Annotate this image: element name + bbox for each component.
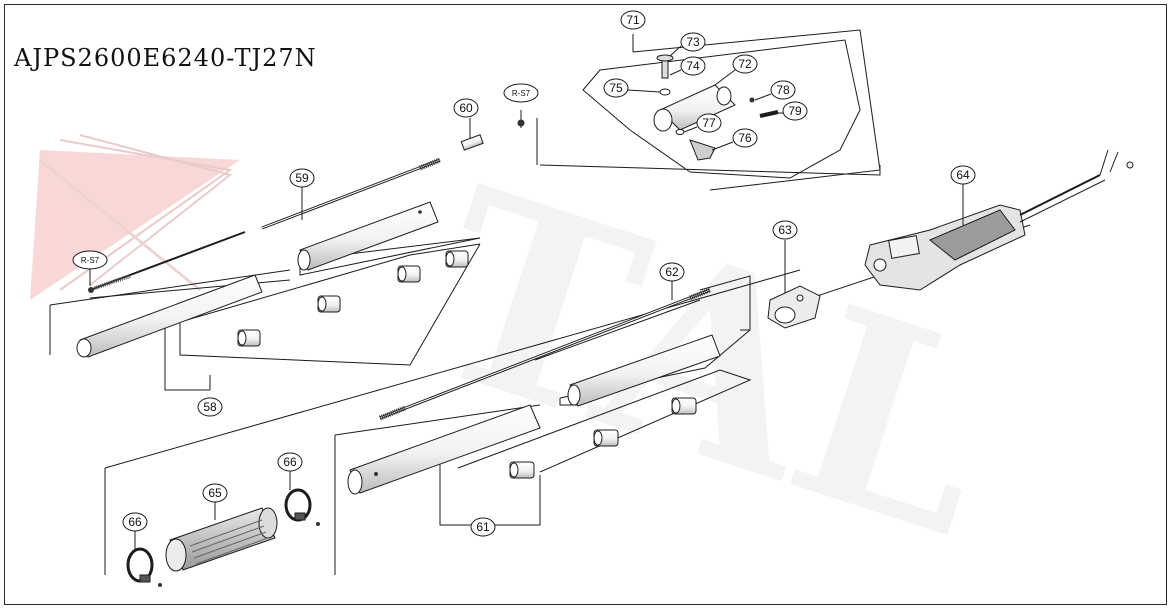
callout-rs7-upper: R-S7 xyxy=(503,83,539,103)
svg-text:58: 58 xyxy=(203,400,217,414)
svg-text:61: 61 xyxy=(476,520,490,534)
svg-text:66: 66 xyxy=(283,455,297,469)
svg-text:76: 76 xyxy=(738,131,752,145)
callouts: 58 59 60 R-S7 R-S7 71 72 xyxy=(72,10,976,550)
lower-tube xyxy=(347,404,541,495)
lower-bushings xyxy=(509,397,697,479)
callout-71: 71 xyxy=(620,10,646,30)
svg-text:78: 78 xyxy=(776,83,790,97)
clamp-66-right xyxy=(284,488,320,526)
svg-text:79: 79 xyxy=(788,104,802,118)
callout-62: 62 xyxy=(659,262,685,300)
svg-text:73: 73 xyxy=(686,35,700,49)
svg-text:74: 74 xyxy=(686,59,700,73)
svg-text:66: 66 xyxy=(128,515,142,529)
callout-66-right: 66 xyxy=(277,452,303,490)
watermark: TAL xyxy=(30,131,1028,596)
lower-shaft-62 xyxy=(379,287,711,421)
svg-text:R-S7: R-S7 xyxy=(81,256,100,265)
callout-60: 60 xyxy=(453,98,479,118)
callout-74: 74 xyxy=(669,56,706,76)
svg-text:R-S7: R-S7 xyxy=(512,89,531,98)
upper-tube xyxy=(297,201,439,271)
foam-grip-65 xyxy=(165,507,278,572)
clamp-66-left xyxy=(126,547,162,587)
svg-text:75: 75 xyxy=(609,81,623,95)
callout-79: 79 xyxy=(778,101,808,121)
clamp-assembly-71 xyxy=(653,54,779,161)
svg-text:60: 60 xyxy=(459,101,473,115)
callout-61: 61 xyxy=(470,517,496,537)
callout-59: 59 xyxy=(289,168,315,220)
svg-text:64: 64 xyxy=(956,168,970,182)
circlip-rs7-icon xyxy=(88,287,94,293)
upper-bushings xyxy=(237,250,469,347)
svg-text:62: 62 xyxy=(665,265,679,279)
callout-66-left: 66 xyxy=(122,512,148,550)
callout-78: 78 xyxy=(754,80,796,101)
watermark-logo-icon xyxy=(30,134,240,300)
callout-73: 73 xyxy=(669,32,706,57)
bracket-63 xyxy=(767,285,821,329)
sleeve-60 xyxy=(460,119,525,151)
svg-text:63: 63 xyxy=(778,223,792,237)
callout-72: 72 xyxy=(714,54,758,86)
callout-rs7-left: R-S7 xyxy=(72,250,108,286)
lower-right-tube xyxy=(567,334,721,407)
upper-shaft-59 xyxy=(261,157,441,230)
upper-left-tube xyxy=(76,231,263,358)
callout-75: 75 xyxy=(603,78,661,98)
callout-76: 76 xyxy=(711,128,758,151)
circlip-rs7-upper-icon xyxy=(517,119,525,127)
callout-64: 64 xyxy=(950,165,976,225)
svg-text:77: 77 xyxy=(702,116,716,130)
callout-65: 65 xyxy=(202,483,228,520)
model-code-title: AJPS2600E6240-TJ27N xyxy=(14,44,317,72)
callout-77: 77 xyxy=(683,113,722,133)
svg-text:71: 71 xyxy=(626,13,640,27)
svg-text:72: 72 xyxy=(738,57,752,71)
callout-58: 58 xyxy=(197,397,223,417)
control-handle-64 xyxy=(864,149,1134,291)
svg-text:65: 65 xyxy=(208,486,222,500)
svg-text:59: 59 xyxy=(295,171,309,185)
callout-63: 63 xyxy=(772,220,798,240)
